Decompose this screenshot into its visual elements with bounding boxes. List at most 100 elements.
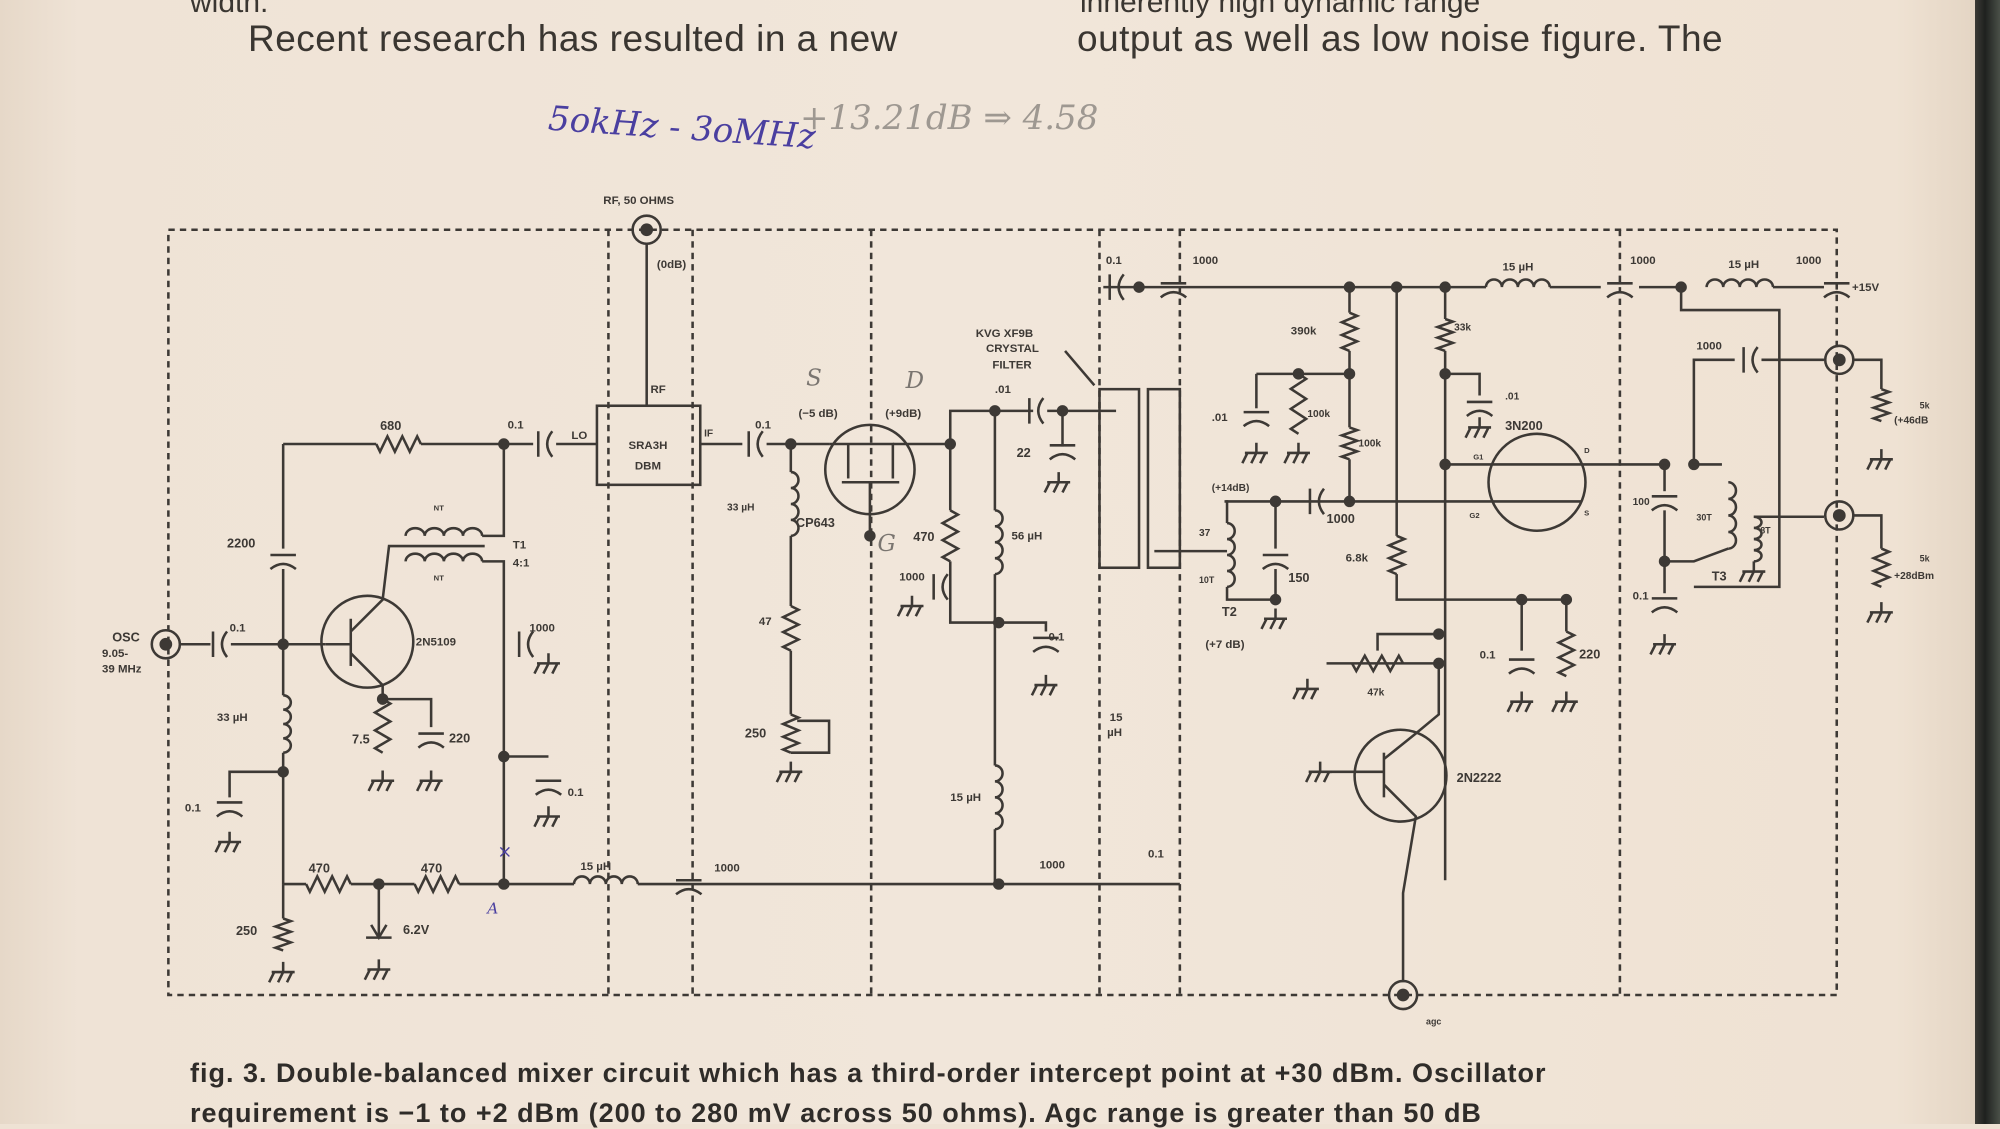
component-label: 220 bbox=[1579, 646, 1600, 661]
junction-node bbox=[1133, 281, 1145, 293]
resistor-symbol bbox=[375, 433, 423, 455]
component-label: 8T bbox=[1760, 525, 1771, 535]
component-label: D bbox=[905, 368, 924, 394]
wire bbox=[948, 409, 1034, 445]
figure-caption: fig. 3. Double-balanced mixer circuit wh… bbox=[190, 1058, 1547, 1088]
component-label: LO bbox=[571, 430, 587, 442]
ground-symbol bbox=[775, 761, 803, 783]
capacitor-symbol bbox=[1048, 444, 1077, 461]
inductor-symbol bbox=[404, 526, 484, 537]
component-label: 1000 bbox=[1630, 255, 1656, 267]
component-label: (0dB) bbox=[657, 259, 686, 271]
resistor-symbol bbox=[372, 698, 393, 754]
resistor-symbol bbox=[779, 713, 802, 754]
component-label: +15V bbox=[1852, 282, 1879, 294]
capacitor-symbol bbox=[536, 430, 554, 458]
capacitor-symbol bbox=[1466, 400, 1494, 417]
body-text-right-column: output as well as low noise figure. The bbox=[1077, 18, 1724, 59]
component-label: 470 bbox=[913, 529, 934, 544]
ground-symbol bbox=[1866, 602, 1893, 624]
capacitor-symbol bbox=[1606, 282, 1634, 299]
component-label: 15 µH bbox=[950, 792, 981, 804]
component-label: 22 bbox=[1017, 445, 1031, 460]
component-label: 100 bbox=[1633, 497, 1650, 508]
capacitor-symbol bbox=[1650, 597, 1679, 614]
component-label: NT bbox=[434, 573, 445, 582]
component-label: (+7 dB) bbox=[1205, 639, 1244, 651]
component-label: 37 bbox=[1199, 528, 1211, 539]
capacitor-symbol bbox=[417, 732, 445, 749]
component-label: 15 bbox=[1110, 712, 1123, 724]
component-label: 0.1 bbox=[568, 787, 585, 799]
wire bbox=[1395, 574, 1567, 601]
component-label: 9.05- bbox=[102, 648, 128, 660]
component-label: 56 µH bbox=[1011, 531, 1042, 543]
wire bbox=[1679, 287, 1781, 589]
component-label: .01 bbox=[995, 384, 1012, 396]
component-label: G2 bbox=[1469, 511, 1479, 520]
capacitor-symbol bbox=[517, 630, 535, 658]
component-label: 47 bbox=[759, 616, 772, 628]
component-label: 4:1 bbox=[513, 557, 530, 569]
resistor-symbol bbox=[1870, 547, 1893, 589]
component-label: 7.5 bbox=[352, 732, 370, 747]
coax-connector-center bbox=[1832, 509, 1846, 522]
ground-symbol bbox=[267, 961, 295, 983]
wire bbox=[1445, 372, 1481, 396]
component-label: D bbox=[1584, 446, 1590, 455]
inductor-symbol bbox=[283, 694, 293, 754]
capacitor-symbol bbox=[1159, 282, 1188, 299]
ground-symbol bbox=[1866, 449, 1893, 471]
component-label: FILTER bbox=[992, 360, 1032, 372]
ground-symbol bbox=[533, 653, 560, 675]
component-label: 1000 bbox=[1796, 255, 1822, 267]
cut-off-text-line: width. bbox=[190, 0, 269, 19]
component-label: 0.1 bbox=[755, 420, 772, 432]
component-label: SRA3H bbox=[629, 440, 668, 452]
component-label: 0.1 bbox=[1106, 255, 1123, 267]
component-label: A bbox=[485, 899, 498, 917]
component-label: 250 bbox=[745, 725, 766, 740]
component-label: 1000 bbox=[529, 623, 555, 635]
ground-symbol bbox=[1464, 417, 1492, 439]
component-label: 6.8k bbox=[1346, 552, 1369, 564]
inductor-symbol bbox=[404, 552, 484, 562]
ground-symbol bbox=[1551, 691, 1578, 713]
component-label: 250 bbox=[236, 923, 257, 938]
component-label: 0.1 bbox=[1148, 848, 1165, 860]
capacitor-symbol bbox=[534, 779, 563, 796]
component-label: .01 bbox=[1212, 412, 1229, 424]
component-label: 3N200 bbox=[1505, 418, 1543, 433]
resistor-symbol bbox=[413, 873, 461, 895]
component-label: CRYSTAL bbox=[986, 343, 1039, 355]
wire bbox=[228, 770, 284, 798]
component-label: 33k bbox=[1454, 322, 1471, 333]
component-label: 2N2222 bbox=[1457, 770, 1502, 785]
component-label: 100k bbox=[1358, 439, 1381, 450]
component-label: 30T bbox=[1696, 513, 1712, 523]
ground-symbol bbox=[214, 831, 242, 853]
resistor-symbol bbox=[1337, 426, 1362, 461]
wire bbox=[1853, 514, 1883, 549]
component-label: 0.1 bbox=[185, 802, 202, 814]
wire bbox=[1376, 632, 1439, 651]
capacitor-symbol bbox=[747, 430, 764, 458]
inductor-symbol bbox=[1753, 515, 1763, 563]
component-label: T2 bbox=[1222, 604, 1237, 619]
component-label: (+14dB) bbox=[1212, 483, 1250, 494]
wire bbox=[790, 719, 831, 754]
figure-caption-continued: requirement is −1 to +2 dBm (200 to 280 … bbox=[190, 1098, 1482, 1128]
component-label: NT bbox=[434, 503, 445, 512]
component-label: OSC bbox=[112, 630, 140, 645]
component-label: (+9dB) bbox=[885, 408, 921, 420]
component-label: IF bbox=[704, 428, 713, 439]
component-label: S bbox=[1584, 508, 1589, 517]
mosfet-3n200 bbox=[1487, 432, 1587, 533]
ground-symbol bbox=[896, 595, 924, 617]
capacitor-symbol bbox=[1308, 487, 1326, 515]
component-label: 1000 bbox=[1696, 341, 1722, 353]
component-label: 33 µH bbox=[217, 712, 248, 724]
capacitor-symbol bbox=[269, 553, 297, 571]
component-label: +28dBm bbox=[1894, 571, 1934, 582]
